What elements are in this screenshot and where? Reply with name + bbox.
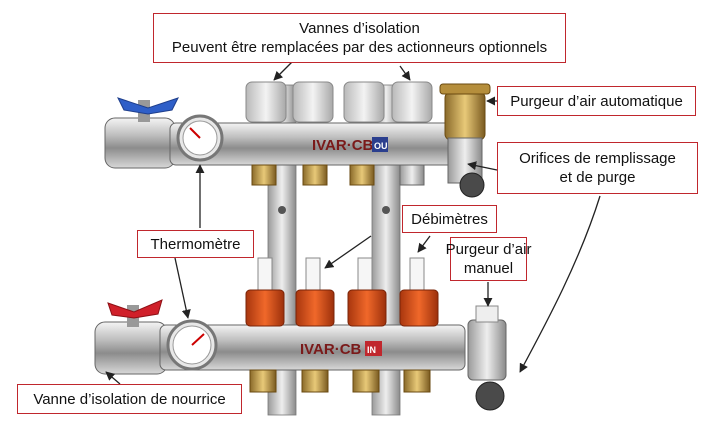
callout-auto-air-vent-text: Purgeur d’air automatique xyxy=(510,92,683,110)
callout-manual-air-vent: Purgeur d’air manuel xyxy=(446,237,531,281)
top-manifold-tag: OU xyxy=(374,141,388,151)
callout-thermometer-text: Thermomètre xyxy=(150,235,241,253)
bottom-manifold-logo: IVAR·CB xyxy=(300,341,362,358)
callout-isolation-valves-line2: Peuvent être remplacées par des actionne… xyxy=(171,39,548,56)
bottom-outlets xyxy=(249,369,431,393)
blue-ball-valve xyxy=(104,97,179,169)
callout-fill-drain-ports: Orifices de remplissage et de purge xyxy=(497,142,698,194)
top-manifold-logo: IVAR·CB xyxy=(312,137,374,154)
bottom-manifold: IVAR·CB IN xyxy=(94,257,507,411)
callout-auto-air-vent: Purgeur d’air automatique xyxy=(497,86,696,116)
bottom-manifold-tag: IN xyxy=(367,345,376,355)
isolation-valve-caps xyxy=(245,81,433,123)
callout-manual-air-vent-line1: Purgeur d’air xyxy=(445,241,532,258)
callout-fill-drain-line2: et de purge xyxy=(559,169,636,186)
leader-arrows xyxy=(105,61,601,385)
callout-fill-drain-line1: Orifices de remplissage xyxy=(519,150,676,167)
top-outlets xyxy=(251,164,425,186)
flowmeters xyxy=(245,257,439,327)
automatic-air-vent xyxy=(439,83,491,198)
callout-manual-air-vent-line2: manuel xyxy=(463,260,514,277)
manual-air-vent xyxy=(467,305,507,411)
callout-thermometer: Thermomètre xyxy=(137,230,254,258)
callout-manifold-isolation-valve: Vanne d’isolation de nourrice xyxy=(17,384,242,414)
red-ball-valve xyxy=(94,299,168,375)
bottom-thermometer xyxy=(166,319,218,371)
callout-isolation-valves: Vannes d’isolation Peuvent être remplacé… xyxy=(153,13,566,63)
top-thermometer xyxy=(176,114,224,162)
callout-flowmeters: Débimètres xyxy=(402,205,497,233)
callout-flowmeters-text: Débimètres xyxy=(411,210,488,228)
callout-manifold-isolation-valve-text: Vanne d’isolation de nourrice xyxy=(33,390,226,408)
callout-isolation-valves-line1: Vannes d’isolation xyxy=(299,20,420,37)
top-manifold: IVAR·CB OU xyxy=(104,81,491,198)
